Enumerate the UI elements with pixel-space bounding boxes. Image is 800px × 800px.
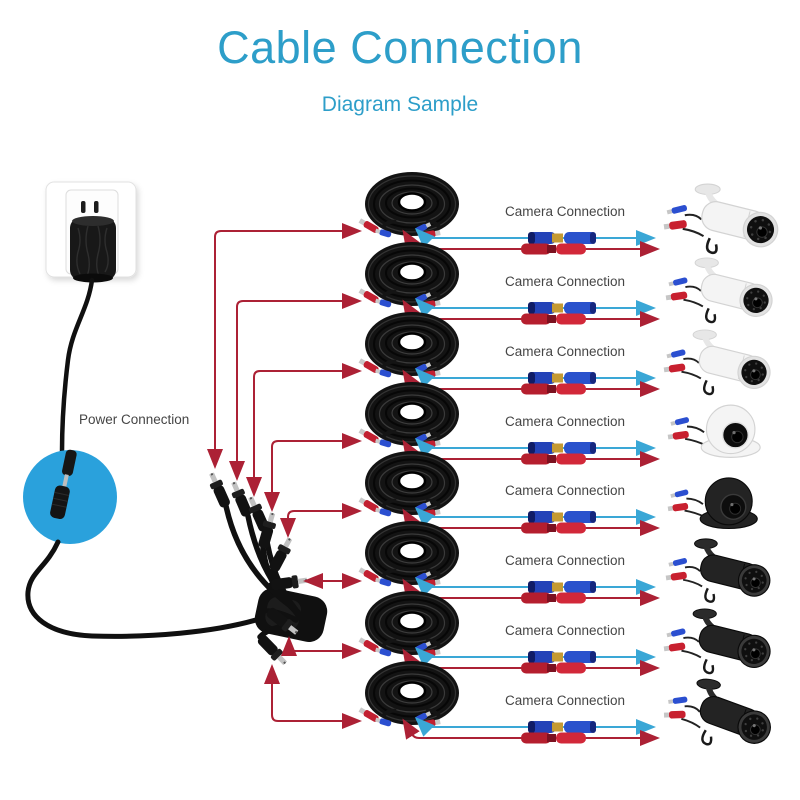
splitter-fan [205, 470, 309, 668]
bullet-camera-icon [663, 609, 773, 673]
power-connection-highlight [23, 450, 117, 544]
power-routing-lines [207, 223, 362, 729]
dome-camera-icon [666, 476, 759, 530]
bullet-camera-icon [665, 258, 775, 322]
camera-connection-label: Camera Connection [505, 483, 625, 498]
power-adapter [70, 216, 116, 283]
outlet-slot [94, 201, 99, 213]
camera-connection-label: Camera Connection [505, 623, 625, 638]
camera-row: Camera Connection [356, 380, 762, 467]
power-routing-line [246, 363, 362, 497]
dc-coupler [50, 449, 77, 520]
bnc-connector-pair [528, 721, 596, 733]
power-connection-label: Power Connection [79, 412, 189, 427]
camera-connection-label: Camera Connection [505, 204, 625, 219]
dc-plug [255, 632, 290, 668]
dc-connector-pair [521, 243, 586, 255]
dc-connector-pair [521, 522, 586, 534]
cable-coil-icon [356, 380, 461, 452]
bullet-camera-icon [666, 539, 774, 602]
power-line [402, 718, 660, 746]
bnc-connector-pair [528, 302, 596, 314]
page-subtitle: Diagram Sample [321, 93, 479, 116]
camera-connection-label: Camera Connection [505, 553, 625, 568]
dc-connector-pair [521, 453, 586, 465]
cable-coil-icon [356, 310, 461, 382]
power-routing-line [280, 503, 362, 538]
bullet-camera-icon [663, 330, 773, 394]
cable-coil-icon [356, 240, 461, 312]
bnc-connector-pair [528, 232, 596, 244]
dc-connector-pair [521, 383, 586, 395]
bullet-camera-icon [661, 675, 778, 751]
dc-connector-pair [521, 313, 586, 325]
dome-camera-icon [666, 404, 762, 459]
camera-connection-label: Camera Connection [505, 693, 625, 708]
power-routing-line [264, 433, 362, 512]
camera-connection-label: Camera Connection [505, 344, 625, 359]
power-routing-line [207, 223, 362, 469]
cable-coil-icon [356, 589, 461, 661]
camera-row: Camera Connection [356, 659, 778, 751]
page-title: Cable Connection [217, 22, 583, 73]
bnc-connector-pair [528, 581, 596, 593]
bnc-connector-pair [528, 651, 596, 663]
camera-connection-label: Camera Connection [505, 414, 625, 429]
dc-connector-pair [521, 592, 586, 604]
cable-coil-icon [356, 170, 461, 242]
cable-coil-icon [356, 519, 461, 591]
cable-coil-icon [356, 659, 461, 731]
power-routing-line [229, 293, 362, 481]
bnc-connector-pair [528, 372, 596, 384]
splitter-input-cable [25, 539, 259, 639]
bnc-connector-pair [528, 442, 596, 454]
power-routing-line [264, 664, 362, 729]
camera-row: Camera Connection [356, 589, 773, 676]
camera-row: Camera Connection [356, 449, 759, 536]
dc-connector-pair [521, 662, 586, 674]
camera-row: Camera Connection [356, 170, 781, 257]
bnc-connector-pair [528, 511, 596, 523]
outlet-slot [81, 201, 86, 213]
dc-connector-pair [521, 732, 586, 744]
adapter-cable [59, 277, 95, 455]
dc-plug [205, 470, 233, 510]
power-routing-line [281, 636, 362, 659]
bullet-camera-icon [663, 184, 781, 253]
cable-coil-icon [356, 449, 461, 521]
camera-connection-label: Camera Connection [505, 274, 625, 289]
